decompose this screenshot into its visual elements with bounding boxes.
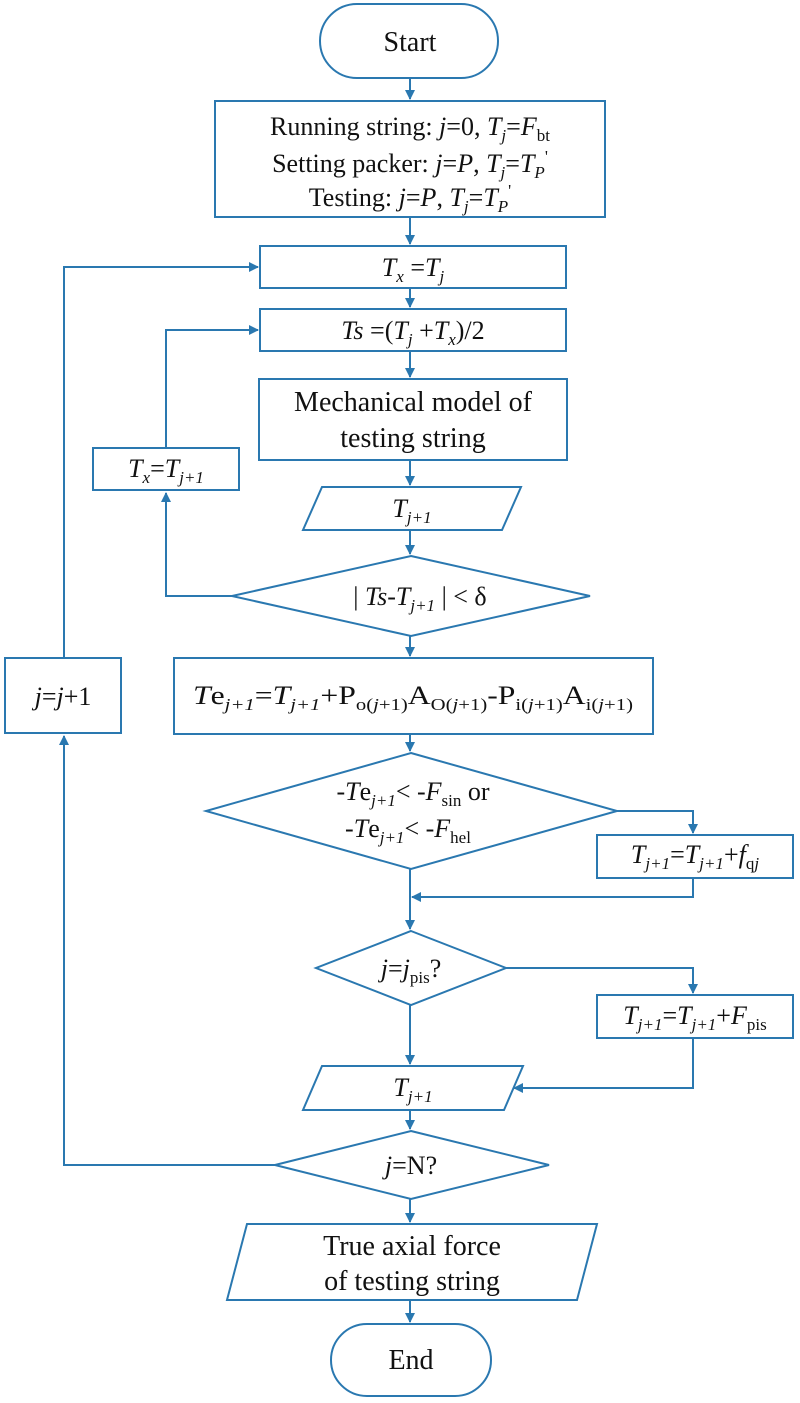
output-t2-parallelogram bbox=[301, 1065, 525, 1111]
arrow-endcheck-no bbox=[59, 735, 275, 1166]
output-t2-label: Tj+1 bbox=[393, 1073, 432, 1106]
arrow-txupdate-ts bbox=[165, 325, 259, 448]
tx-assign-box bbox=[259, 245, 567, 289]
friction-update-box bbox=[596, 834, 794, 879]
mech-model-box bbox=[258, 378, 568, 461]
end-check-label: j=N? bbox=[382, 1151, 437, 1180]
end-terminal bbox=[330, 1323, 492, 1397]
buckling-diamond bbox=[202, 751, 621, 871]
arrow-convergence-no bbox=[161, 492, 232, 597]
mech-model-line2: testing string bbox=[340, 423, 485, 454]
piston-update-label: Tj+1=Tj+1+Fpis bbox=[623, 1001, 766, 1034]
tx-update-label: Tx=Tj+1 bbox=[128, 454, 204, 487]
arrow-piston-yes bbox=[506, 967, 698, 994]
arrow-friction-merge bbox=[411, 878, 694, 902]
result-line1: True axial force bbox=[323, 1231, 501, 1262]
init-line-testing: Testing: j=P, Tj=TP' bbox=[309, 181, 512, 216]
output-t1-label: Tj+1 bbox=[392, 494, 431, 527]
increment-label: j=j+1 bbox=[32, 682, 92, 711]
friction-update-label: Tj+1=Tj+1+fqj bbox=[631, 840, 759, 873]
result-line2: of testing string bbox=[324, 1266, 500, 1297]
ts-assign-label: Ts =(Tj +Tx)/2 bbox=[341, 316, 484, 349]
piston-check-label: j=jpis? bbox=[378, 954, 442, 987]
piston-update-box bbox=[596, 994, 794, 1039]
te-calc-box bbox=[173, 657, 654, 735]
arrow-piston-update-merge bbox=[513, 1038, 694, 1093]
result-parallelogram bbox=[225, 1223, 599, 1301]
output-t1-parallelogram bbox=[301, 486, 523, 531]
start-label: Start bbox=[384, 27, 437, 58]
buckling-line1: -Tej+1< -Fsin or bbox=[336, 777, 489, 810]
tx-assign-label: Tx =Tj bbox=[382, 253, 445, 286]
ts-assign-box bbox=[259, 308, 567, 352]
mech-model-line1: Mechanical model of bbox=[294, 387, 533, 418]
init-line-setting: Setting packer: j=P, Tj=TP' bbox=[272, 147, 548, 182]
end-label: End bbox=[388, 1345, 433, 1376]
arrow-buckling-yes bbox=[617, 810, 698, 834]
buckling-line2: -Tej+1< -Fhel bbox=[345, 814, 471, 847]
arrow-increment-tx bbox=[63, 262, 259, 658]
convergence-label: | Ts-Tj+1 | < δ bbox=[353, 582, 486, 615]
init-line-running: Running string: j=0, Tj=Fbt bbox=[270, 112, 550, 145]
